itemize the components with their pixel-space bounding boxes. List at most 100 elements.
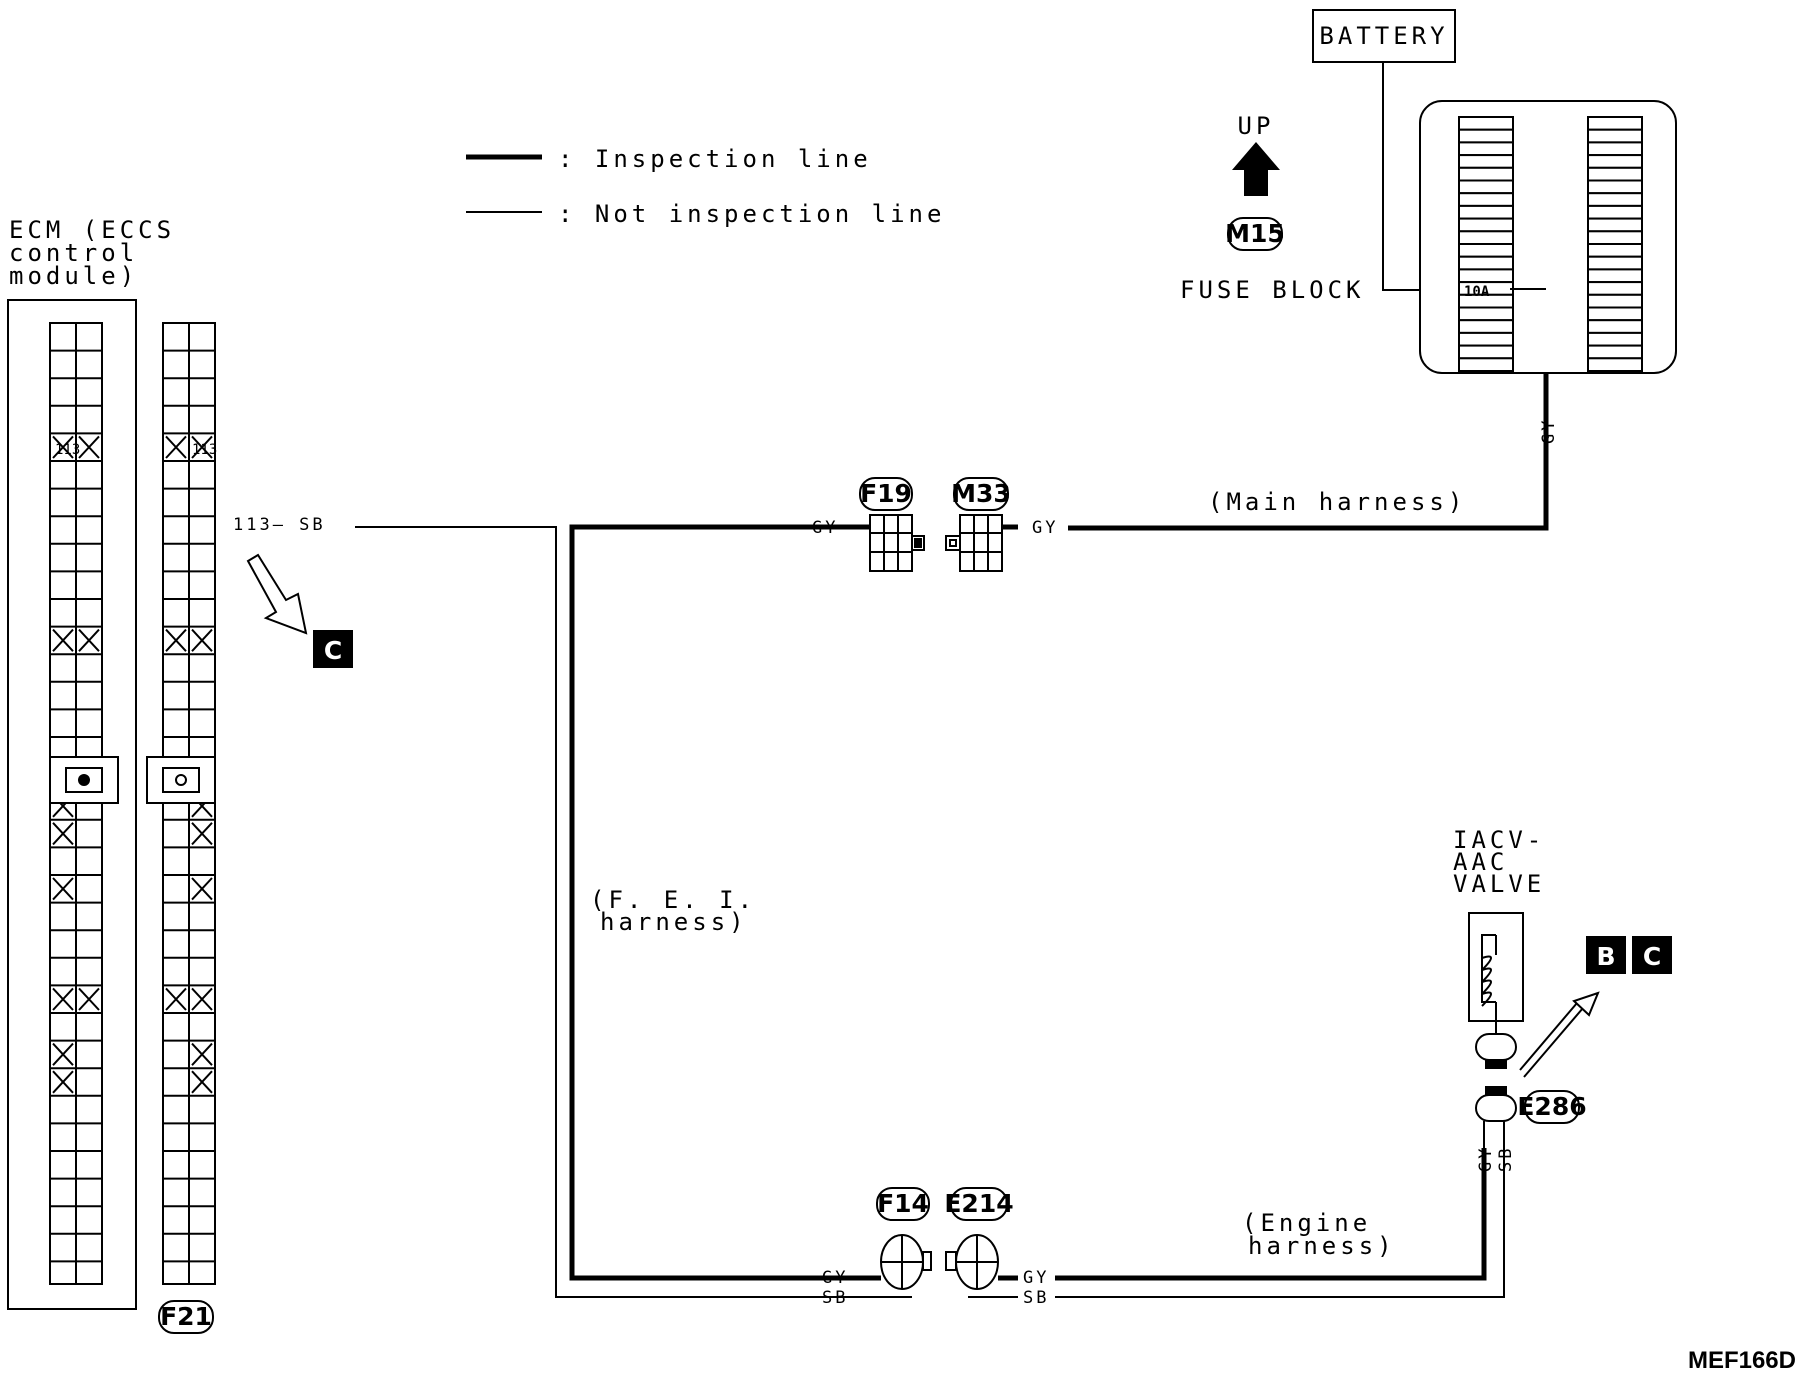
- connector-m33: M33: [951, 477, 1011, 511]
- fuse-slot: [1587, 331, 1643, 347]
- fuse-rating: 10A: [1464, 284, 1490, 300]
- svg-text:VALVE: VALVE: [1453, 870, 1545, 898]
- fuse-slot: [1587, 204, 1643, 220]
- reference-marker-c-ecm: C: [313, 630, 353, 668]
- arrow-to-bc: [1519, 991, 1600, 1078]
- unused-cavity-mark: [165, 435, 187, 459]
- svg-text:M15: M15: [1225, 219, 1285, 248]
- unused-cavity-mark: [52, 877, 74, 901]
- ecm-title-line3: module): [9, 262, 138, 290]
- unused-cavity-mark: [52, 435, 74, 459]
- unused-cavity-mark: [191, 987, 213, 1011]
- svg-text:F21: F21: [160, 1302, 212, 1331]
- wire-label-gy-e214: GY: [1023, 1268, 1049, 1288]
- svg-text:BATTERY: BATTERY: [1319, 22, 1448, 50]
- wire-label-sb-e214: SB: [1023, 1288, 1049, 1308]
- wire-label-gy-fuse: GY: [1539, 418, 1559, 444]
- unused-cavity-mark: [165, 987, 187, 1011]
- fuse-slot: [1458, 154, 1514, 169]
- iacv-plug: [1475, 1033, 1517, 1148]
- fuse-slot: [1587, 217, 1643, 233]
- diagram-id: MEF166D: [1688, 1347, 1796, 1374]
- svg-text:M33: M33: [951, 479, 1011, 508]
- fuse-slot: [1587, 319, 1643, 334]
- fuse-slot: [1587, 192, 1643, 207]
- unused-cavity-mark: [52, 822, 74, 846]
- fuse-slot: [1458, 306, 1514, 322]
- fuse-slot: [1458, 192, 1514, 207]
- wire-label-gy-f14: GY: [822, 1268, 848, 1288]
- unused-cavity-mark: [78, 628, 100, 652]
- svg-text:F19: F19: [860, 479, 912, 508]
- connector-f14: F14: [876, 1187, 930, 1221]
- fuse-slot: [1587, 116, 1643, 131]
- ecm-terminal-113-left: 113: [55, 442, 80, 458]
- wire-gy-engine-harness: [1055, 1148, 1487, 1281]
- fuse-slot: [1587, 243, 1643, 258]
- svg-text:E286: E286: [1517, 1092, 1586, 1121]
- fuse-slot: [1458, 344, 1514, 360]
- ecm-terminal-113-right: 113: [192, 442, 217, 458]
- connector-f19-body: [869, 514, 925, 572]
- wire-label-gy-m33: GY: [1032, 518, 1058, 538]
- connector-f21: F21: [158, 1300, 214, 1334]
- fuse-slot: [1458, 255, 1514, 271]
- wire-sb-engine-harness: [1055, 1148, 1505, 1298]
- hollow-arrow-to-c: [246, 553, 308, 635]
- up-indicator: UP: [1232, 112, 1280, 196]
- connector-f19: F19: [859, 477, 913, 511]
- fuse-slot: [1458, 179, 1514, 195]
- harness-label-main: (Main harness): [1208, 488, 1466, 516]
- fuse-block-label: FUSE BLOCK: [1180, 276, 1365, 304]
- wire-label-sb-iacv: SB: [1496, 1146, 1516, 1172]
- fuse-column-right: [1587, 116, 1643, 372]
- fuse-slot: [1458, 141, 1514, 157]
- svg-text:AAC: AAC: [1453, 848, 1508, 876]
- fuse-slot: [1587, 141, 1643, 157]
- fuse-slot: [1587, 268, 1643, 284]
- fuse-slot: [1587, 128, 1643, 144]
- battery: BATTERY: [1312, 9, 1456, 63]
- wire-label-gy-f19: GY: [812, 518, 838, 538]
- ecm-title-line1: ECM (ECCS: [9, 216, 175, 244]
- fuse-slot: [1458, 230, 1514, 246]
- ecm-lock-tab-right: [146, 756, 216, 804]
- fuse-slot: [1458, 357, 1514, 372]
- unused-cavity-mark: [52, 1070, 74, 1094]
- unused-cavity-mark: [52, 1042, 74, 1066]
- connector-e286: E286: [1517, 1090, 1587, 1124]
- fuse-slot: [1458, 217, 1514, 233]
- fuse-slot: [1458, 243, 1514, 258]
- fuse-slot: [1587, 281, 1643, 296]
- harness-label-fei-2: harness): [600, 908, 748, 936]
- legend: : Inspection line : Not inspection line: [466, 145, 945, 228]
- iacv-label: IACV- AAC VALVE: [1453, 826, 1545, 898]
- wire-label-gy-iacv: GY: [1476, 1146, 1496, 1172]
- legend-inspection-line: : Inspection line: [558, 145, 872, 173]
- fuse-column-left: [1458, 116, 1514, 372]
- fuse-slot: [1587, 255, 1643, 271]
- fuse-slot: [1458, 268, 1514, 284]
- unused-cavity-mark: [165, 628, 187, 652]
- unused-cavity-mark: [52, 628, 74, 652]
- connector-m15: M15: [1225, 217, 1285, 251]
- svg-text:C: C: [324, 636, 342, 665]
- fuse-slot: [1458, 204, 1514, 220]
- svg-text:C: C: [1643, 942, 1661, 971]
- fuse-slot: [1587, 166, 1643, 182]
- fuse-slot: [1587, 344, 1643, 360]
- fuse-slot: [1458, 331, 1514, 347]
- fuse-slot: [1587, 306, 1643, 322]
- wire-sb-thin: [355, 526, 860, 1298]
- fuse-slot: [1458, 116, 1514, 131]
- wire-gy-inspection: [569, 524, 860, 1281]
- up-arrow-icon: [1232, 142, 1280, 196]
- legend-not-inspection-line: : Not inspection line: [558, 200, 945, 228]
- unused-cavity-mark: [191, 628, 213, 652]
- svg-text:B: B: [1596, 942, 1615, 971]
- ecm-lock-tab-left: [49, 756, 119, 804]
- reference-marker-b: B: [1586, 936, 1626, 974]
- ecm-housing: [7, 299, 137, 1310]
- fuse-slot: [1587, 179, 1643, 195]
- connector-f14-body: [880, 1234, 932, 1290]
